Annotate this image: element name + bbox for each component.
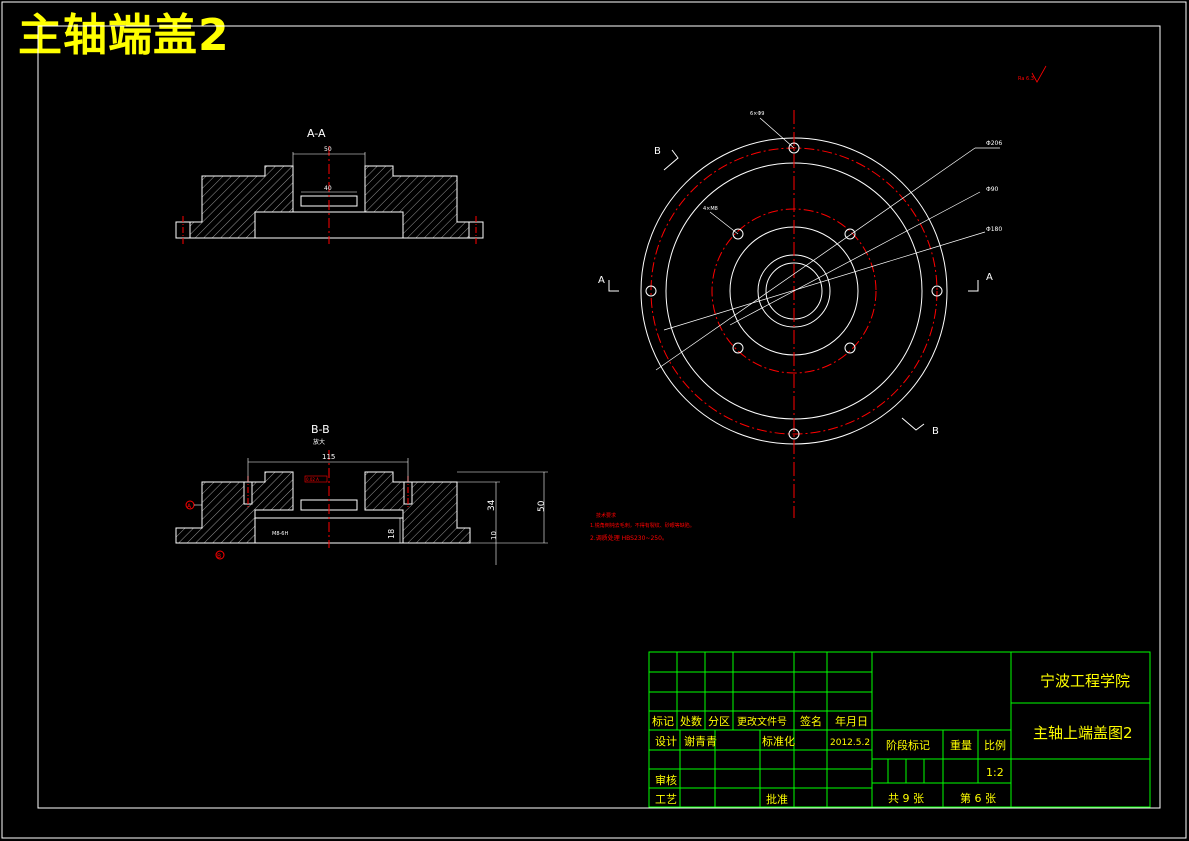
dia-mid-label: Φ90 xyxy=(986,186,999,193)
drawing-border xyxy=(37,25,1161,809)
dia-outer-label: Φ206 xyxy=(986,140,1002,147)
datum-a-label: A xyxy=(187,503,192,510)
tb-header-5: 年月日 xyxy=(835,714,868,728)
tb-header-2: 分区 xyxy=(708,715,730,728)
bb-tol-note: 0.02 A xyxy=(306,477,319,482)
tb-date: 2012.5.2 xyxy=(830,738,870,748)
section-marker-b-bottom: B xyxy=(932,426,939,437)
section-marker-b-top: B xyxy=(654,146,661,157)
drawing-big-title: 主轴端盖2 xyxy=(18,10,230,61)
tb-school: 宁波工程学院 xyxy=(1040,672,1130,690)
tb-standard-label: 标准化 xyxy=(762,734,795,748)
dia-inner-label: Φ180 xyxy=(986,226,1002,233)
dim-bb-width: 115 xyxy=(322,453,335,461)
tb-approve-label: 批准 xyxy=(766,792,788,806)
title-block xyxy=(648,651,1151,808)
section-bb-label: B-B xyxy=(311,423,330,436)
tb-header-4: 签名 xyxy=(800,714,822,728)
dim-bb-50: 50 xyxy=(537,500,547,512)
dim-bb-34: 34 xyxy=(487,499,497,511)
tb-header-1: 处数 xyxy=(680,715,702,728)
dim-aa-inner: 40 xyxy=(324,185,332,192)
section-marker-a-right: A xyxy=(986,272,993,283)
technical-notes: 技术要求 1.锐角倒钝去毛刺，不得有裂纹、砂眼等缺陷。 2.调质处理 HBS23… xyxy=(590,512,695,542)
datum-b-label: B xyxy=(217,553,221,560)
tb-designer: 谢青青 xyxy=(684,734,717,748)
hole-note-outer: 6×Φ9 xyxy=(750,111,765,117)
notes-title: 技术要求 xyxy=(596,512,616,519)
dim-bb-10: 10 xyxy=(490,531,498,540)
tb-review-label: 审核 xyxy=(655,773,677,787)
tb-sheet-no: 第 6 张 xyxy=(960,791,996,805)
section-marker-a-left: A xyxy=(598,275,605,286)
tb-header-3: 更改文件号 xyxy=(737,715,787,728)
tb-design-label: 设计 xyxy=(655,735,677,748)
title-block-text: 标记 处数 分区 更改文件号 签名 年月日 设计 谢青青 标准化 2012.5.… xyxy=(652,672,1133,806)
bb-thread-note: M8-6H xyxy=(272,531,288,537)
tb-weight-label: 重量 xyxy=(950,738,972,752)
section-bb-view: B-B 放大 115 50 34 10 18 A B xyxy=(175,423,548,565)
tb-process-label: 工艺 xyxy=(655,793,677,806)
tb-header-0: 标记 xyxy=(652,714,674,728)
section-aa-label: A-A xyxy=(307,127,326,140)
roughness-note: Ra 6.3 xyxy=(1018,76,1034,82)
tb-stage-label: 阶段标记 xyxy=(886,738,930,752)
hole-note-inner: 4×M8 xyxy=(703,206,718,212)
tb-scale-label: 比例 xyxy=(984,738,1006,752)
front-view: Φ206 Φ90 Φ180 6×Φ9 4×M8 A A B B Ra 6.3 xyxy=(598,65,1047,518)
tb-drawing-name: 主轴上端盖图2 xyxy=(1033,724,1133,742)
section-aa-view: A-A 50 40 xyxy=(175,127,484,246)
notes-line-2: 2.调质处理 HBS230~250。 xyxy=(590,534,668,542)
dim-aa-top: 50 xyxy=(324,146,332,153)
section-bb-sublabel: 放大 xyxy=(313,438,325,446)
dim-bb-18: 18 xyxy=(387,529,396,539)
notes-line-1: 1.锐角倒钝去毛刺，不得有裂纹、砂眼等缺陷。 xyxy=(590,522,695,529)
tb-total-sheets: 共 9 张 xyxy=(888,792,924,805)
tb-scale-value: 1:2 xyxy=(986,766,1004,779)
